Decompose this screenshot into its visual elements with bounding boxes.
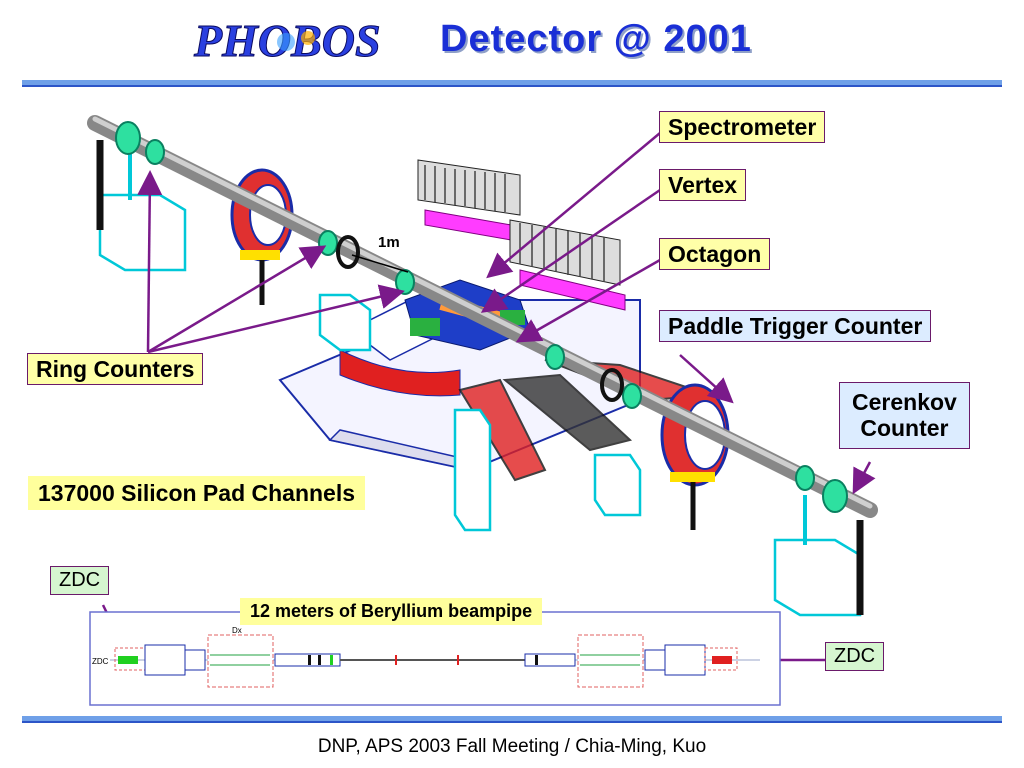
scale-ring [336,235,360,269]
spectrometer-arms [417,159,626,311]
scale-label: 1m [378,234,400,251]
stands [98,130,862,617]
inset-zdc-label: ZDC [92,657,109,666]
label-spectrometer: Spectrometer [659,111,826,144]
label-cerenkov: Cerenkov Counter [839,382,970,449]
page-title: Detector @ 2001 [440,18,752,60]
label-ring-counters: Ring Counters [27,353,204,386]
label-octagon: Octagon [659,238,771,271]
scale-line [351,254,409,273]
label-beampipe: 12 meters of Beryllium beampipe [240,598,543,625]
phobos-logo: PHOBOS [193,15,382,67]
header-divider [22,80,1002,87]
label-cerenkov-line2: Counter [860,415,949,442]
footer-divider [22,716,1002,723]
posts [96,140,864,615]
label-silicon-channels: 137000 Silicon Pad Channels [28,476,366,511]
label-cerenkov-line1: Cerenkov [852,389,957,415]
label-zdc-left: ZDC [50,566,110,595]
inset-dx-label: Dx [232,626,242,635]
ring-counter-modules [115,121,848,513]
footer-text: DNP, APS 2003 Fall Meeting / Chia-Ming, … [317,736,707,757]
beampipe-schematic: ZDC Dx [89,611,781,706]
label-zdc-right: ZDC [825,642,885,671]
beampipe [87,115,878,518]
label-vertex: Vertex [659,169,747,202]
label-paddle-trigger: Paddle Trigger Counter [659,310,932,343]
